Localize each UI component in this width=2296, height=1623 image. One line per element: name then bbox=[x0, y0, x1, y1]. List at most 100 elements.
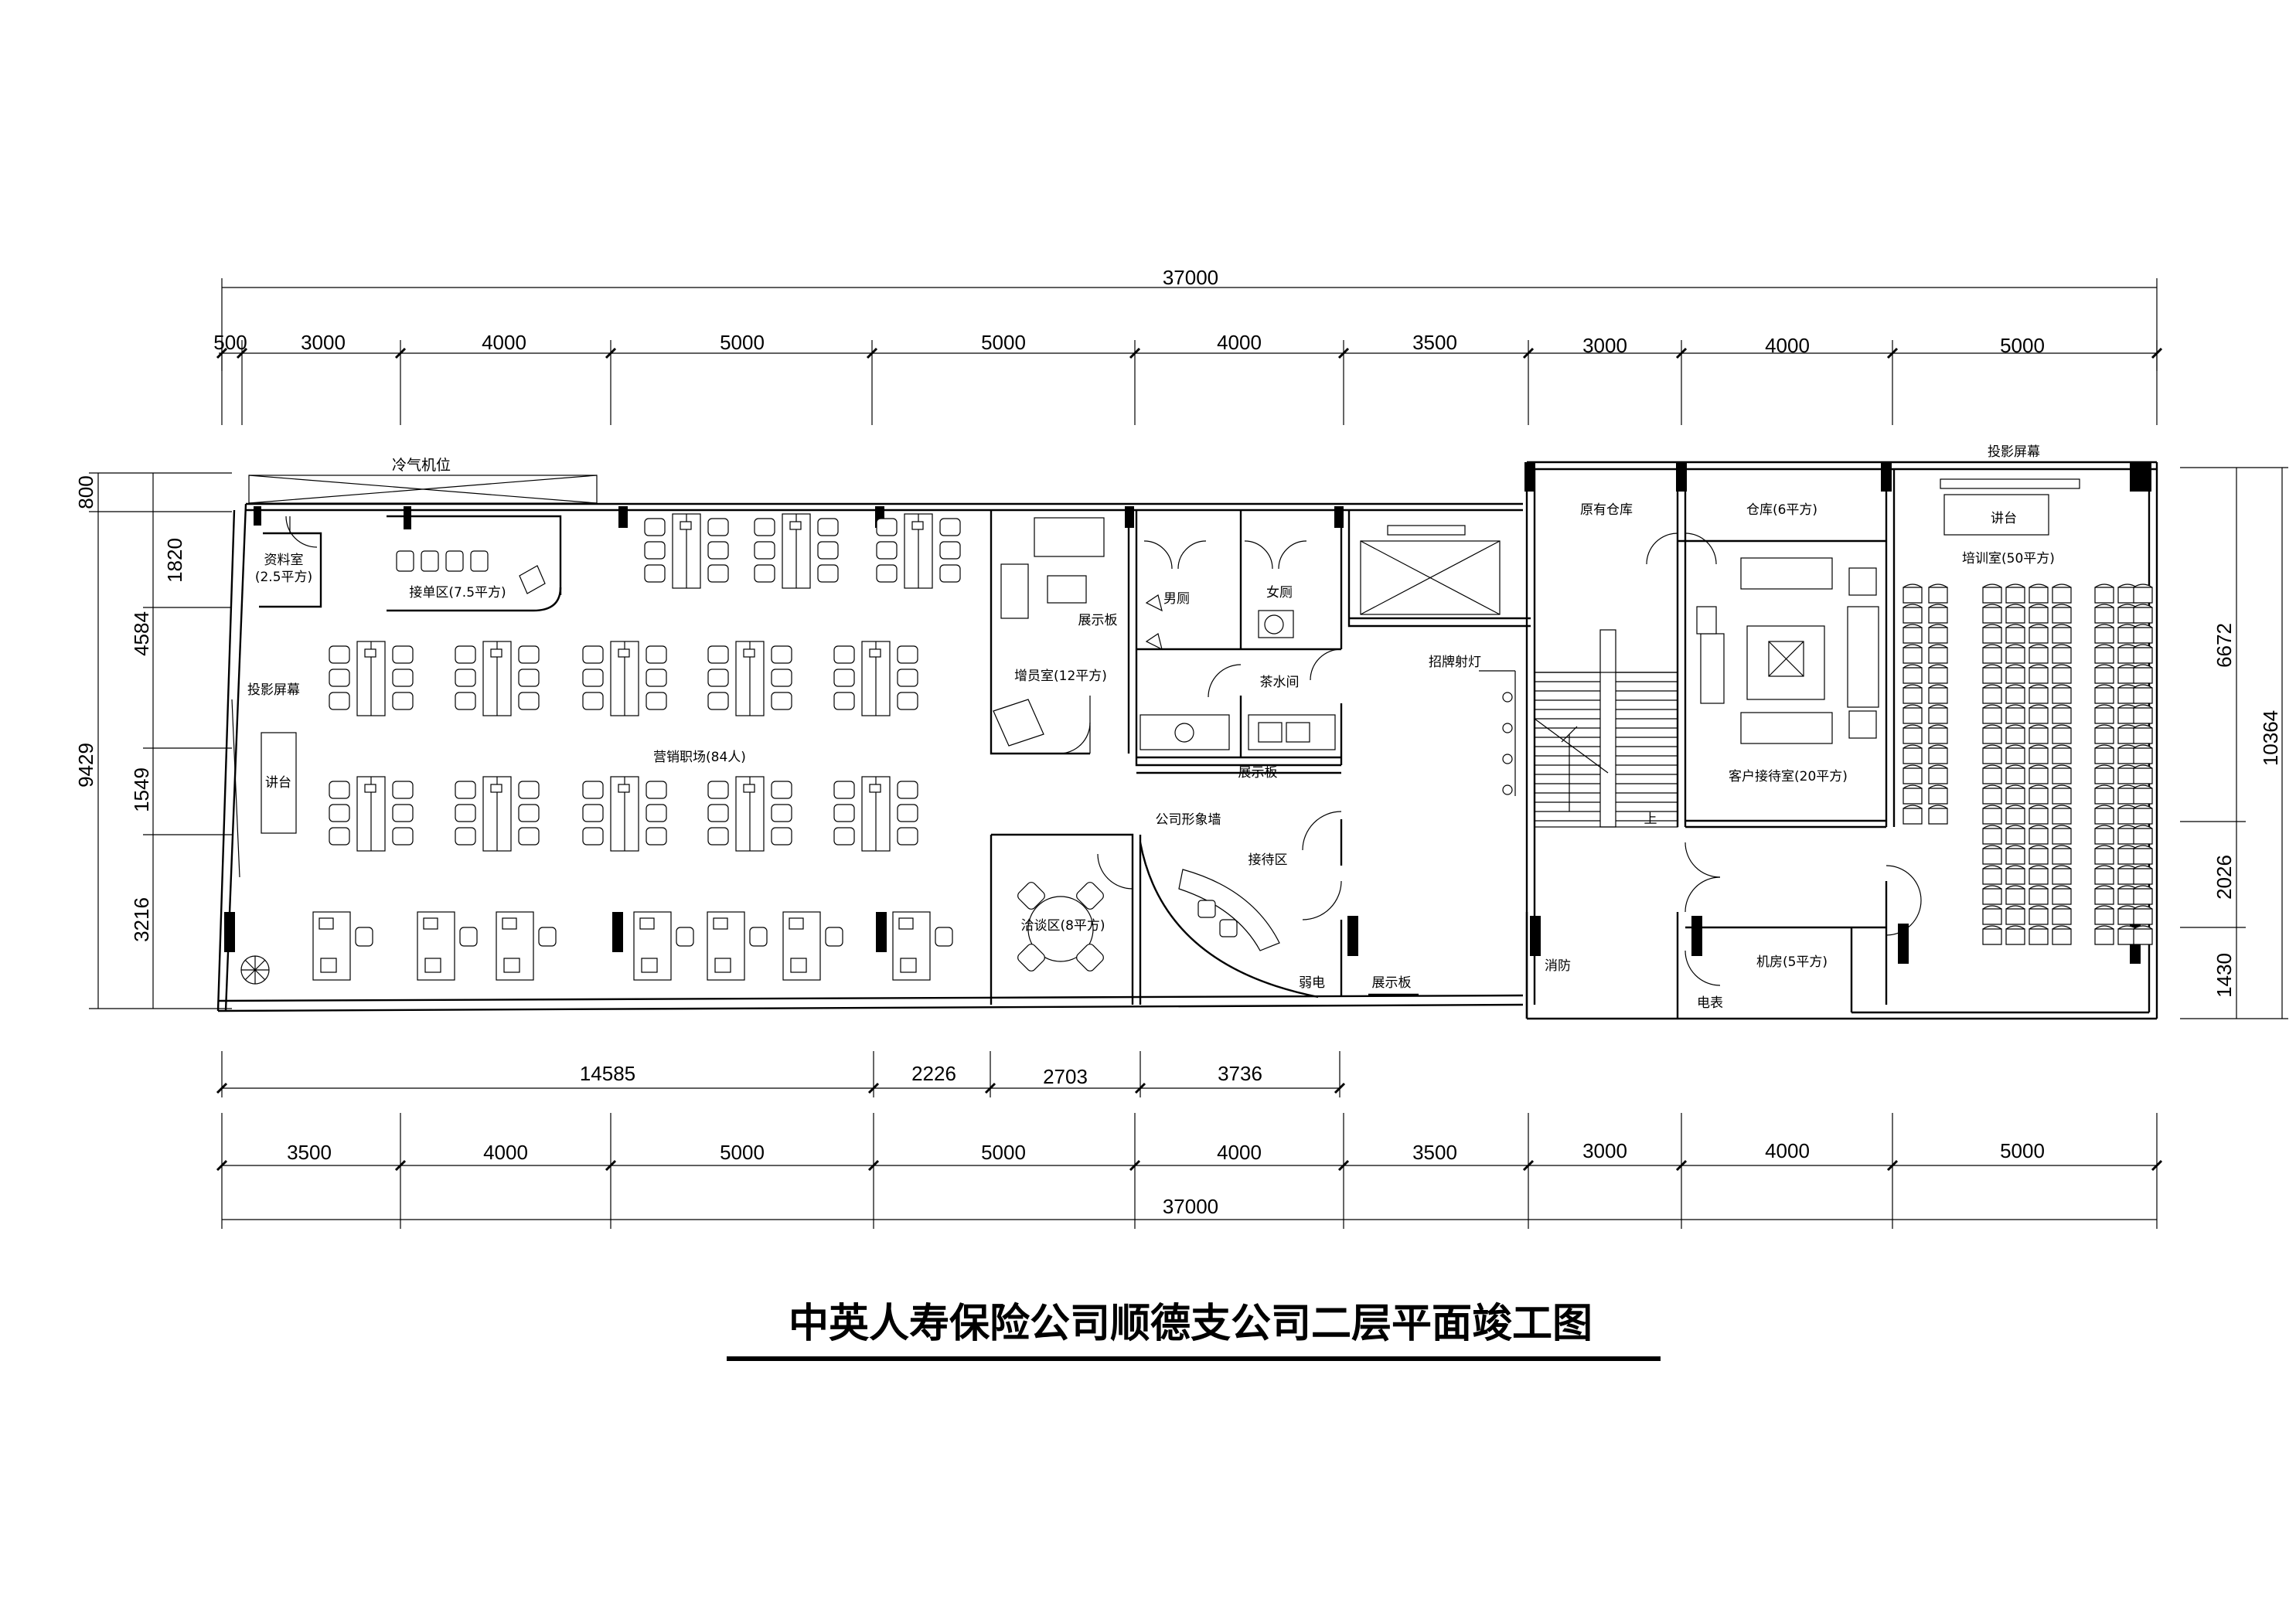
computer bbox=[618, 784, 630, 793]
chair bbox=[455, 827, 476, 846]
training-chair bbox=[2052, 885, 2072, 905]
bottom-dim-3736: 3736 bbox=[1218, 1062, 1262, 1085]
training-chair bbox=[2029, 865, 2049, 885]
training-chair bbox=[2094, 845, 2114, 865]
training-chair bbox=[2029, 704, 2049, 724]
training-chair bbox=[1903, 805, 1923, 825]
training-chair bbox=[2052, 805, 2072, 825]
ac-position bbox=[248, 475, 598, 504]
tea-room-label: 茶水间 bbox=[1260, 675, 1300, 690]
bottom-total-dimension: 37000 bbox=[1163, 1195, 1218, 1218]
dimension-tick-mark bbox=[1334, 1082, 1346, 1094]
fire-control-label: 消防 bbox=[1545, 958, 1571, 974]
desk-cluster bbox=[833, 776, 918, 852]
desk-cluster bbox=[876, 513, 961, 589]
training-chair bbox=[2133, 764, 2153, 784]
dimension-tick-mark bbox=[216, 347, 228, 359]
toilet-fixtures bbox=[1139, 594, 1336, 750]
training-chair bbox=[2052, 584, 2072, 604]
training-chair bbox=[2029, 845, 2049, 865]
dimension-tick-mark bbox=[1522, 347, 1535, 359]
training-chair bbox=[2133, 744, 2153, 764]
training-chair bbox=[2094, 644, 2114, 664]
training-chair bbox=[2052, 764, 2072, 784]
training-chair bbox=[2005, 925, 2025, 945]
training-chair bbox=[2005, 885, 2025, 905]
dimension-tick-mark bbox=[1129, 1159, 1141, 1172]
training-chair bbox=[1928, 784, 1948, 805]
training-chair bbox=[2094, 724, 2114, 744]
desk-cluster bbox=[455, 776, 540, 852]
display-board-1-label: 展示板 bbox=[1078, 613, 1118, 628]
training-chair bbox=[1982, 724, 2002, 744]
podium-left bbox=[261, 732, 297, 834]
bottom-dim-14585: 14585 bbox=[580, 1062, 635, 1085]
training-chair bbox=[1982, 865, 2002, 885]
chair bbox=[876, 564, 898, 583]
training-chair bbox=[2094, 865, 2114, 885]
workstation bbox=[633, 911, 694, 981]
chair bbox=[897, 645, 918, 664]
drawing-title: 中英人寿保险公司顺德支公司二层平面竣工图 bbox=[789, 1301, 1593, 1347]
training-chair bbox=[1982, 905, 2002, 925]
chair bbox=[392, 645, 414, 664]
workstation-printer bbox=[900, 958, 917, 973]
chair bbox=[876, 541, 898, 560]
left-dim-4584: 4584 bbox=[130, 611, 153, 656]
sales-floor-label: 营销职场(84人) bbox=[653, 750, 746, 765]
dimension-tick-mark bbox=[1522, 1159, 1535, 1172]
workstation bbox=[312, 911, 373, 981]
dimension-tick-mark bbox=[2151, 347, 2163, 359]
chair bbox=[939, 518, 961, 536]
training-chair bbox=[1982, 744, 2002, 764]
monitor bbox=[898, 917, 914, 930]
training-chair bbox=[2052, 664, 2072, 684]
training-chair bbox=[1903, 584, 1923, 604]
workstation-printer bbox=[641, 958, 658, 973]
dimension-tick-mark bbox=[1337, 347, 1350, 359]
workstation bbox=[892, 911, 953, 981]
training-chair bbox=[2005, 805, 2025, 825]
original-storage-label: 原有仓库 bbox=[1580, 502, 1633, 518]
chair bbox=[833, 827, 855, 846]
training-chair bbox=[2133, 664, 2153, 684]
computer bbox=[743, 784, 755, 793]
dimension-tick-mark bbox=[984, 1082, 996, 1094]
training-chair bbox=[1982, 764, 2002, 784]
dimension-tick-mark bbox=[1337, 1159, 1350, 1172]
desk-cluster bbox=[707, 641, 792, 716]
top-dim-3: 4000 bbox=[482, 331, 526, 354]
bottom-dim-4000c: 4000 bbox=[1765, 1139, 1810, 1162]
recruit-room-label: 增员室(12平方) bbox=[1014, 669, 1107, 684]
training-chair bbox=[2094, 905, 2114, 925]
chair bbox=[707, 669, 729, 687]
dimension-tick-mark bbox=[866, 347, 878, 359]
computer bbox=[869, 648, 881, 658]
training-chair bbox=[2029, 885, 2049, 905]
workstation-chair bbox=[825, 927, 843, 947]
training-chair bbox=[2133, 805, 2153, 825]
meeting-area-label: 洽谈区(8平方) bbox=[1020, 918, 1105, 934]
training-chair bbox=[2094, 825, 2114, 845]
storage-label: 仓库(6平方) bbox=[1746, 502, 1817, 518]
training-chair bbox=[2029, 684, 2049, 704]
training-chair bbox=[2005, 724, 2025, 744]
training-chair bbox=[1903, 764, 1923, 784]
training-chair bbox=[2094, 604, 2114, 624]
sign-light-label: 招牌射灯 bbox=[1429, 655, 1481, 670]
workstation-printer bbox=[503, 958, 520, 973]
chair bbox=[771, 645, 792, 664]
training-chair bbox=[1903, 644, 1923, 664]
top-dim-5: 5000 bbox=[981, 331, 1026, 354]
right-dim-6672: 6672 bbox=[2213, 623, 2236, 668]
chair bbox=[707, 564, 729, 583]
training-chair bbox=[1982, 845, 2002, 865]
monitor bbox=[502, 917, 517, 930]
top-dim-4: 5000 bbox=[720, 331, 765, 354]
computer bbox=[490, 784, 502, 793]
bottom-dim-3500a: 3500 bbox=[287, 1141, 332, 1164]
training-chair bbox=[2052, 624, 2072, 644]
computer bbox=[364, 784, 376, 793]
chair bbox=[707, 541, 729, 560]
archive-label: 资料室 bbox=[264, 553, 304, 568]
